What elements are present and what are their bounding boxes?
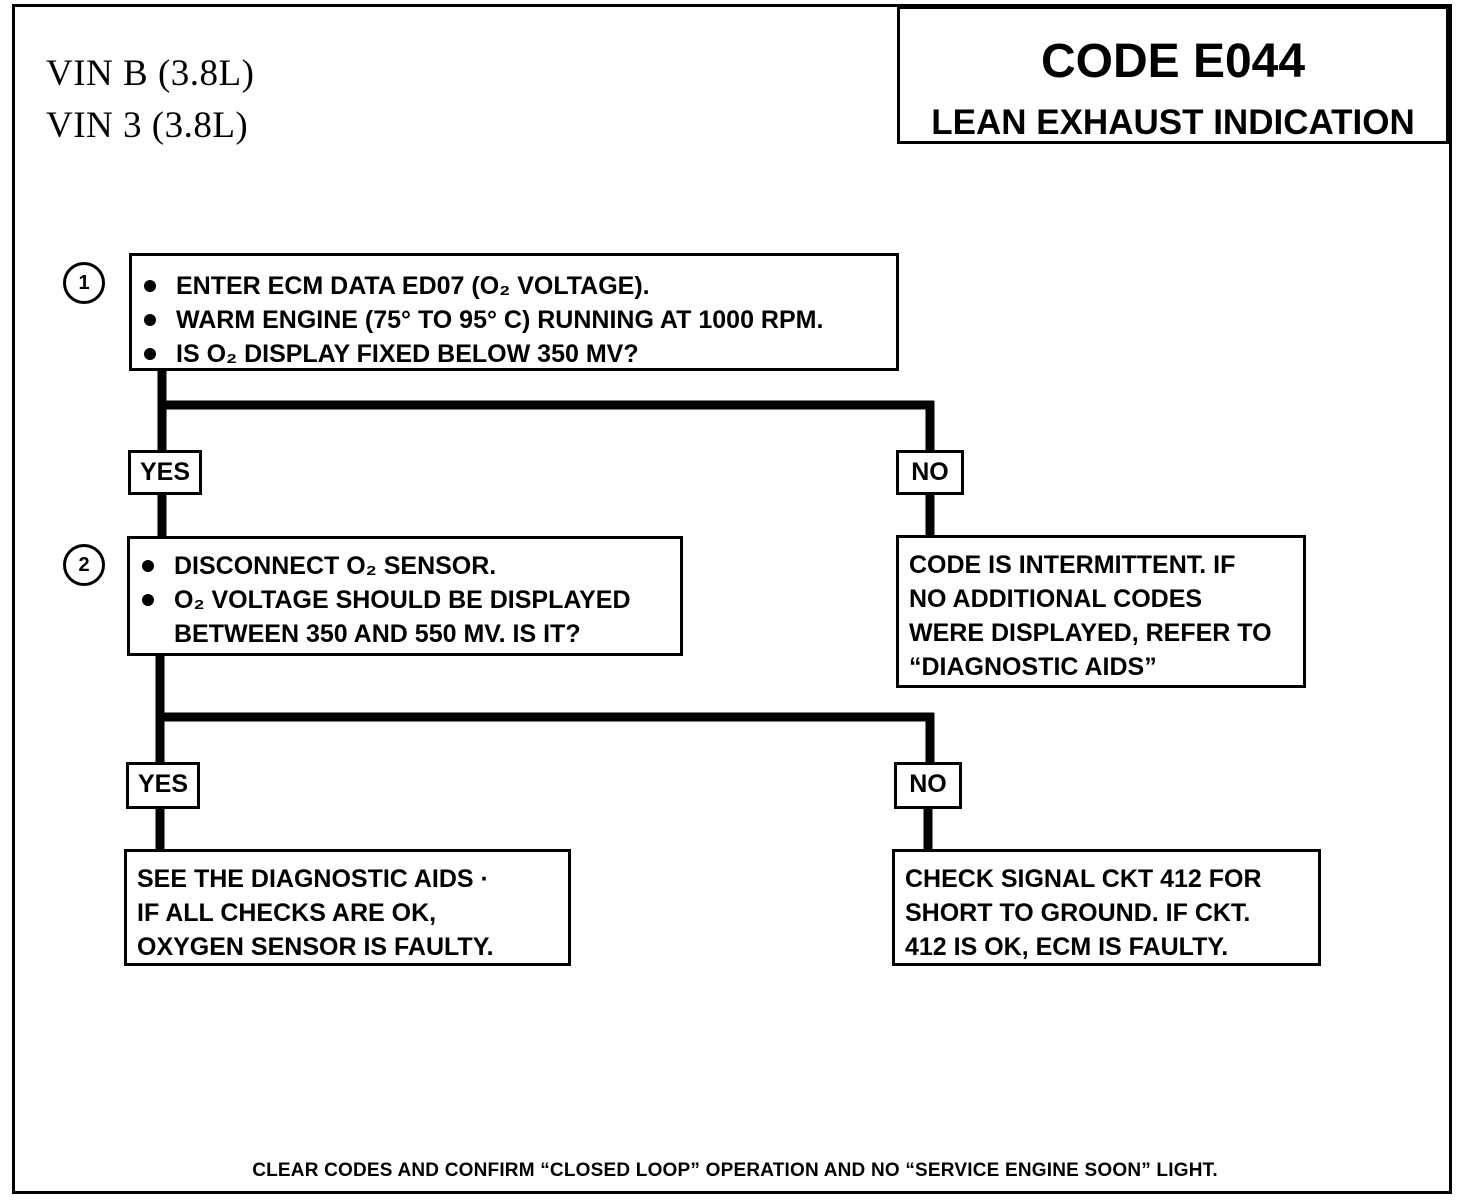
step-2-yes-result-box: SEE THE DIAGNOSTIC AIDS · IF ALL CHECKS … xyxy=(124,849,571,966)
code-title-box: CODE E044 LEAN EXHAUST INDICATION xyxy=(897,6,1449,144)
bullet-dot xyxy=(142,560,154,572)
vin-line-1: VIN B (3.8L) xyxy=(46,53,255,94)
code-title: CODE E044 xyxy=(1040,35,1306,88)
step-1-bullet-3: IS O₂ DISPLAY FIXED BELOW 350 MV? xyxy=(134,337,896,371)
step-1-no-result-line: WERE DISPLAYED, REFER TO xyxy=(909,619,1272,647)
bullet-dot xyxy=(144,348,156,360)
step-1-no-result-line: NO ADDITIONAL CODES xyxy=(909,585,1203,613)
step-2-bullet-1: DISCONNECT O₂ SENSOR. xyxy=(132,549,680,583)
step-2-no-result-line: CHECK SIGNAL CKT 412 FOR xyxy=(905,865,1262,893)
step-1-no-result-line: “DIAGNOSTIC AIDS” xyxy=(909,653,1157,681)
bullet-dot xyxy=(144,280,156,292)
step-2-number: 2 xyxy=(63,544,105,586)
step-2-yes-label: YES xyxy=(126,762,200,809)
step-2-yes-result-line: OXYGEN SENSOR IS FAULTY. xyxy=(137,933,494,961)
step-2-no-result-line: 412 IS OK, ECM IS FAULTY. xyxy=(905,933,1229,961)
step-2-box: DISCONNECT O₂ SENSOR. O₂ VOLTAGE SHOULD … xyxy=(127,536,683,656)
vin-line-2: VIN 3 (3.8L) xyxy=(46,105,249,146)
diagram-frame: CLEAR CODES AND CONFIRM “CLOSED LOOP” OP… xyxy=(12,4,1452,1194)
step-2-yes-result-line: IF ALL CHECKS ARE OK, xyxy=(137,899,437,927)
step-1-no-result-box: CODE IS INTERMITTENT. IF NO ADDITIONAL C… xyxy=(896,535,1306,688)
step-2-bullet-2: O₂ VOLTAGE SHOULD BE DISPLAYED xyxy=(132,583,680,617)
footer-instruction: CLEAR CODES AND CONFIRM “CLOSED LOOP” OP… xyxy=(252,1160,1218,1181)
step-1-bullet-1: ENTER ECM DATA ED07 (O₂ VOLTAGE). xyxy=(134,269,896,303)
step-1-number: 1 xyxy=(63,262,105,304)
step-1-no-label: NO xyxy=(896,450,964,495)
step-1-yes-label: YES xyxy=(128,450,202,495)
step-2-continuation: BETWEEN 350 AND 550 MV. IS IT? xyxy=(174,620,581,648)
bullet-dot xyxy=(142,594,154,606)
step-1-no-result-line: CODE IS INTERMITTENT. IF xyxy=(909,551,1236,579)
code-subtitle: LEAN EXHAUST INDICATION xyxy=(931,103,1415,142)
step-2-no-result-box: CHECK SIGNAL CKT 412 FOR SHORT TO GROUND… xyxy=(892,849,1321,966)
bullet-dot xyxy=(144,314,156,326)
step-2-no-label: NO xyxy=(894,762,962,809)
step-1-bullet-2: WARM ENGINE (75° TO 95° C) RUNNING AT 10… xyxy=(134,303,896,337)
step-2-no-result-line: SHORT TO GROUND. IF CKT. xyxy=(905,899,1251,927)
step-2-yes-result-line: SEE THE DIAGNOSTIC AIDS · xyxy=(137,865,489,893)
step-1-box: ENTER ECM DATA ED07 (O₂ VOLTAGE). WARM E… xyxy=(129,253,899,371)
